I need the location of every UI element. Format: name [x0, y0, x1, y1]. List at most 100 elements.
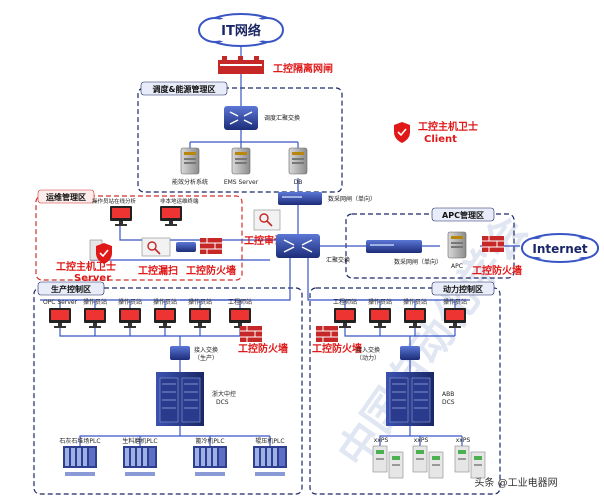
plc-base: [125, 472, 155, 476]
host-guard-server-label-2: Server: [74, 273, 111, 284]
zone-title-apc: APC管理区: [442, 210, 484, 220]
power-stations: 工程师站操作员站操作员站操作员站: [333, 298, 467, 328]
prod-switch-label-2: （生产）: [194, 354, 218, 362]
power-access-switch-icon: [400, 346, 420, 360]
power-dcs-cabinet-icon: [386, 372, 434, 426]
prod-station-icon: [119, 308, 141, 328]
core-data-gateway-icon: [278, 192, 322, 205]
plc-label: 篦冷机PLC: [195, 437, 224, 445]
plc-base: [255, 472, 285, 476]
leak-scan-icon: [141, 237, 171, 257]
ops-station-2-label: 非本地运维终端: [160, 197, 199, 205]
plc-label: 石灰石堆场PLC: [59, 437, 100, 445]
prod-station-label: 操作员站: [188, 298, 212, 306]
audit-icon: [253, 209, 281, 231]
plc-icon: [253, 446, 287, 468]
db-server-icon: [288, 147, 308, 175]
svg-text:中国自动化学会: 中国自动化学会: [328, 207, 537, 476]
ups-icon-secondary: [470, 451, 486, 479]
zone-prod: [33, 287, 303, 495]
internet-label: Internet: [532, 242, 587, 256]
zone-title-ops: 运维管理区: [46, 192, 86, 202]
host-guard-server-icon: [89, 239, 113, 265]
ops-firewall-label: 工控防火墙: [186, 264, 236, 277]
energy-switch-icon: [224, 106, 258, 130]
host-guard-shield-icon: [393, 121, 411, 144]
apc-label: APC: [451, 263, 463, 270]
ops-station-1-label: 操作员站在线分析: [92, 197, 137, 205]
core-gateway-label: 数采网闸（单向）: [328, 195, 376, 203]
apc-firewall-label: 工控防火墙: [472, 264, 522, 277]
prod-station-label: 操作员站: [118, 298, 142, 306]
prod-firewall-icon: [239, 325, 263, 343]
prod-switch-label-1: 接入交换: [194, 346, 218, 354]
prod-firewall-label: 工控防火墙: [238, 342, 288, 355]
plc-icon: [193, 446, 227, 468]
it-network-label: IT网络: [221, 23, 261, 39]
core-switch-label: 汇聚交换: [326, 256, 350, 264]
power-station-label: 操作员站: [368, 298, 392, 306]
internet-cloud: Internet: [521, 233, 599, 263]
power-ups-units: xxPS xxPS xxPS: [372, 437, 486, 479]
zone-title-power: 动力控制区: [443, 284, 483, 294]
prod-dcs-label-1: 浙大中控: [212, 390, 236, 398]
apc-firewall-icon: [481, 235, 505, 253]
power-firewall-icon: [315, 325, 339, 343]
leak-scan-label: 工控漏扫: [138, 264, 178, 277]
isolation-gateway-label: 工控隔离网闸: [273, 62, 333, 75]
prod-station-icon: [189, 308, 211, 328]
plc-icon: [123, 446, 157, 468]
prod-station-label: 操作员站: [83, 298, 107, 306]
prod-station-icon: [229, 308, 251, 328]
apc-gateway-icon: [366, 240, 422, 253]
ups-icon: [412, 445, 428, 473]
plc-base: [65, 472, 95, 476]
power-station-label: 操作员站: [443, 298, 467, 306]
power-dcs-label-1: ABB: [442, 391, 454, 398]
energy-server-label-0: 能效分析系统: [172, 178, 208, 186]
prod-station-icon: [84, 308, 106, 328]
prod-access-switch-icon: [170, 346, 190, 360]
audit-label: 工控审计: [244, 234, 284, 247]
prod-dcs-cabinet-icon: [156, 372, 204, 426]
watermark: 中国自动化学会: [328, 207, 537, 476]
ups-label: xxPS: [414, 437, 429, 444]
power-switch-label-1: 接入交换: [356, 346, 380, 354]
host-guard-client-label-1: 工控主机卫士: [418, 120, 478, 133]
core-switch-icon: [276, 234, 320, 258]
apc-server-icon: [447, 231, 467, 259]
zone-title-energy: 调度&能源管理区: [153, 84, 216, 94]
host-guard-client-label-2: Client: [424, 134, 457, 145]
plc-label: 辊压机PLC: [255, 437, 284, 445]
prod-station-label: 操作员站: [153, 298, 177, 306]
prod-plcs: 石灰石堆场PLC 生料磨机PLC 篦冷机PLC 辊压机PLC: [59, 437, 287, 476]
ups-label: xxPS: [374, 437, 389, 444]
ups-icon-secondary: [388, 451, 404, 479]
plc-base: [195, 472, 225, 476]
energy-server-label-1: EMS Server: [224, 179, 259, 186]
connection-lines: [40, 44, 520, 446]
apc-gateway-label: 数采网闸（单向）: [394, 258, 442, 266]
zone-ops: [35, 195, 243, 281]
ups-icon: [372, 445, 388, 473]
zone-power: [309, 287, 501, 495]
energy-switch-label: 调度汇聚交换: [264, 114, 300, 122]
prod-station-label: OPC Server: [43, 299, 78, 306]
ups-label: xxPS: [456, 437, 471, 444]
ems-server-icon: [231, 147, 251, 175]
power-firewall-label: 工控防火墙: [312, 342, 362, 355]
ups-icon-secondary: [428, 451, 444, 479]
prod-station-icon: [49, 308, 71, 328]
prod-dcs-label-2: DCS: [216, 399, 229, 406]
energy-server-label-2: DB: [294, 179, 303, 186]
it-network-cloud: IT网络: [198, 13, 284, 47]
zone-title-prod: 生产控制区: [51, 284, 91, 294]
power-station-icon: [369, 308, 391, 328]
plc-label: 生料磨机PLC: [122, 437, 157, 445]
ups-icon: [454, 445, 470, 473]
power-station-label: 操作员站: [403, 298, 427, 306]
power-station-icon: [334, 308, 356, 328]
